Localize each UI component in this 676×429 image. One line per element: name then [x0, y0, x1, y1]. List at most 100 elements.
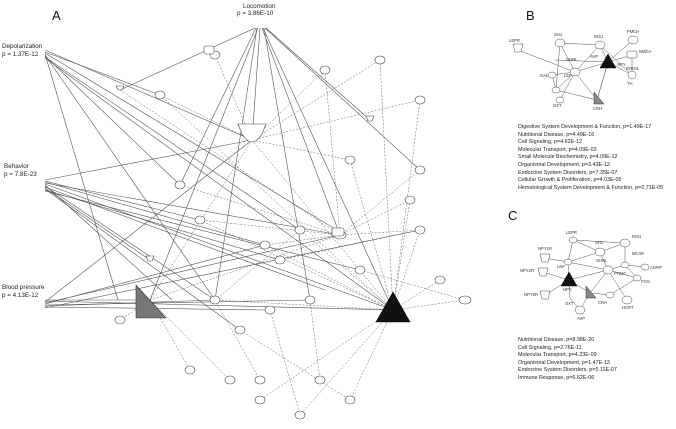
- panel-a-receptor-node: [145, 255, 155, 262]
- panel-c-node-label: LEPR: [566, 230, 577, 235]
- panel-b-function-item: Nutritional Disease, p=4.49E-16: [518, 131, 595, 138]
- function-label-blood-pressure: Blood pressure: [2, 284, 45, 291]
- panel-c-function-item: Immune Response, p=6.62E-06: [518, 374, 595, 381]
- panel-b-node: [594, 40, 606, 50]
- panel-a-node: [234, 325, 246, 335]
- panel-c-node-label: HCRT: [622, 305, 634, 310]
- panel-b-node: [569, 67, 581, 77]
- panel-b-node-label: CRH: [593, 106, 602, 111]
- panel-c-node-label: GHRL: [596, 258, 608, 263]
- panel-b-node-label: NMDA: [639, 49, 652, 54]
- panel-b-function-item: Cell Signaling, p=4.62E-12: [518, 139, 582, 146]
- function-pvalue-blood-pressure: p = 4.13E-12: [2, 292, 39, 299]
- panel-a: A: [2, 3, 472, 420]
- panel-b-node-label: SH1: [554, 32, 563, 37]
- panel-a-npy-node: [375, 291, 411, 323]
- panel-b-crh-node: [593, 91, 605, 105]
- panel-a-node: [254, 375, 266, 385]
- panel-c-node-label: AVP: [577, 316, 585, 321]
- panel-a-receptor-node: [365, 115, 375, 122]
- panel-b-node: [555, 96, 565, 104]
- panel-a-node: [274, 255, 286, 265]
- panel-b-node-label: LEPR: [509, 38, 520, 43]
- function-pvalue-depolarization: p = 1.37E-12: [2, 51, 39, 58]
- panel-c-function-item: Molecular Transport, p=4.23E-09: [518, 352, 597, 359]
- panel-a-enzyme-node: [331, 227, 345, 237]
- panel-c-receptor-node: [537, 267, 549, 277]
- panel-a-dashed-edges: [119, 54, 466, 416]
- panel-c-function-item: Endocrine System Disorders, p=5.11E-07: [518, 367, 617, 374]
- function-pvalue-locomotion: p = 3.86E-10: [237, 10, 274, 17]
- function-pvalue-behavior: p = 7.8E-23: [4, 171, 37, 178]
- panel-b-function-item: Cellular Growth & Proliferation, p=4.03E…: [518, 177, 622, 184]
- panel-c-node-label: CRH: [598, 300, 607, 305]
- panel-b-node: [627, 35, 639, 45]
- panel-a-node: [458, 295, 472, 305]
- panel-c-node: [620, 261, 630, 269]
- panel-b-function-list: Digestive System Development & Function,…: [518, 124, 663, 192]
- panel-b-node-labels: SH1 INS1 LEPR GHRL AVP PMCH NMDA NPY GAL…: [509, 29, 652, 111]
- panel-a-node: [344, 155, 356, 165]
- panel-b-receptor-node: [512, 43, 524, 53]
- panel-a-node: [414, 225, 426, 235]
- panel-b-nodes: [512, 35, 639, 105]
- panel-c-node-label: NPY2R: [520, 268, 534, 273]
- panel-b-node-label: INS1: [594, 34, 604, 39]
- panel-c-node-label: NPY: [563, 287, 572, 292]
- panel-c-crh-node: [585, 285, 597, 299]
- panel-b-node: [627, 70, 637, 80]
- panel-b-node-label: OXT: [553, 103, 562, 108]
- panel-b-node: [547, 71, 557, 79]
- panel-b-node-label: TH: [627, 81, 633, 86]
- panel-b-node: [554, 38, 566, 48]
- panel-b-function-item: Endocrine System Disorders, p=7.35E-07: [518, 169, 618, 176]
- panel-c-function-list: Nutritional Disease, p=8.98E-20 Cell Sig…: [518, 337, 617, 383]
- panel-b-node-label: GRIN1: [626, 66, 639, 71]
- panel-a-edges: [44, 27, 421, 331]
- panel-b-node: [551, 86, 561, 94]
- panel-a-node: [174, 180, 186, 190]
- panel-c-function-item: Organismal Development, p=1.47E-13: [518, 359, 610, 366]
- panel-c-node-label: AGRP: [650, 265, 662, 270]
- panel-b-function-item: Hematological System Development & Funct…: [518, 184, 664, 191]
- panel-b-node: [626, 50, 638, 59]
- panel-a-node: [154, 90, 166, 100]
- panel-a-letter: A: [52, 8, 61, 23]
- panel-c-node: [568, 236, 578, 244]
- panel-c-node-label: INS1: [632, 234, 642, 239]
- panel-a-nodes: [114, 45, 472, 420]
- panel-c-npy-node: [560, 271, 578, 287]
- panel-c: C: [508, 208, 662, 321]
- panel-a-enzyme-node: [203, 45, 215, 55]
- panel-b-node-label: AVP: [590, 54, 598, 59]
- panel-c-function-item: Cell Signaling, p=2.76E-11: [518, 344, 582, 351]
- panel-c-node-label: NPY1R: [538, 246, 552, 251]
- panel-c-node-label: POMC: [614, 271, 627, 276]
- panel-c-node: [632, 274, 642, 282]
- panel-b-node-label: PMCH: [627, 29, 639, 34]
- panel-c-node: [574, 305, 586, 315]
- panel-a-node: [194, 215, 206, 225]
- panel-c-node: [594, 247, 606, 257]
- function-label-depolarization: Depolarization: [2, 43, 43, 50]
- panel-c-node-label: MC4R: [632, 251, 644, 256]
- panel-a-crh-node: [135, 284, 167, 319]
- panel-a-node: [404, 195, 416, 205]
- panel-c-node-label: OXT: [565, 301, 574, 306]
- panel-a-node: [209, 295, 221, 305]
- panel-a-node: [354, 265, 366, 275]
- panel-c-receptor-node: [539, 290, 551, 300]
- panel-b-function-item: Digestive System Development & Function,…: [518, 124, 652, 130]
- function-label-locomotion: Locomotion: [243, 3, 276, 10]
- panel-a-node: [114, 315, 126, 325]
- panel-a-node: [414, 165, 426, 175]
- panel-a-node: [264, 305, 276, 315]
- panel-a-node: [294, 410, 306, 420]
- panel-a-node: [314, 375, 326, 385]
- panel-a-node: [414, 95, 426, 105]
- panel-c-node: [602, 265, 614, 275]
- panel-c-node: [563, 258, 573, 266]
- panel-c-node: [605, 291, 615, 299]
- panel-b-node-label: NPY: [617, 62, 626, 67]
